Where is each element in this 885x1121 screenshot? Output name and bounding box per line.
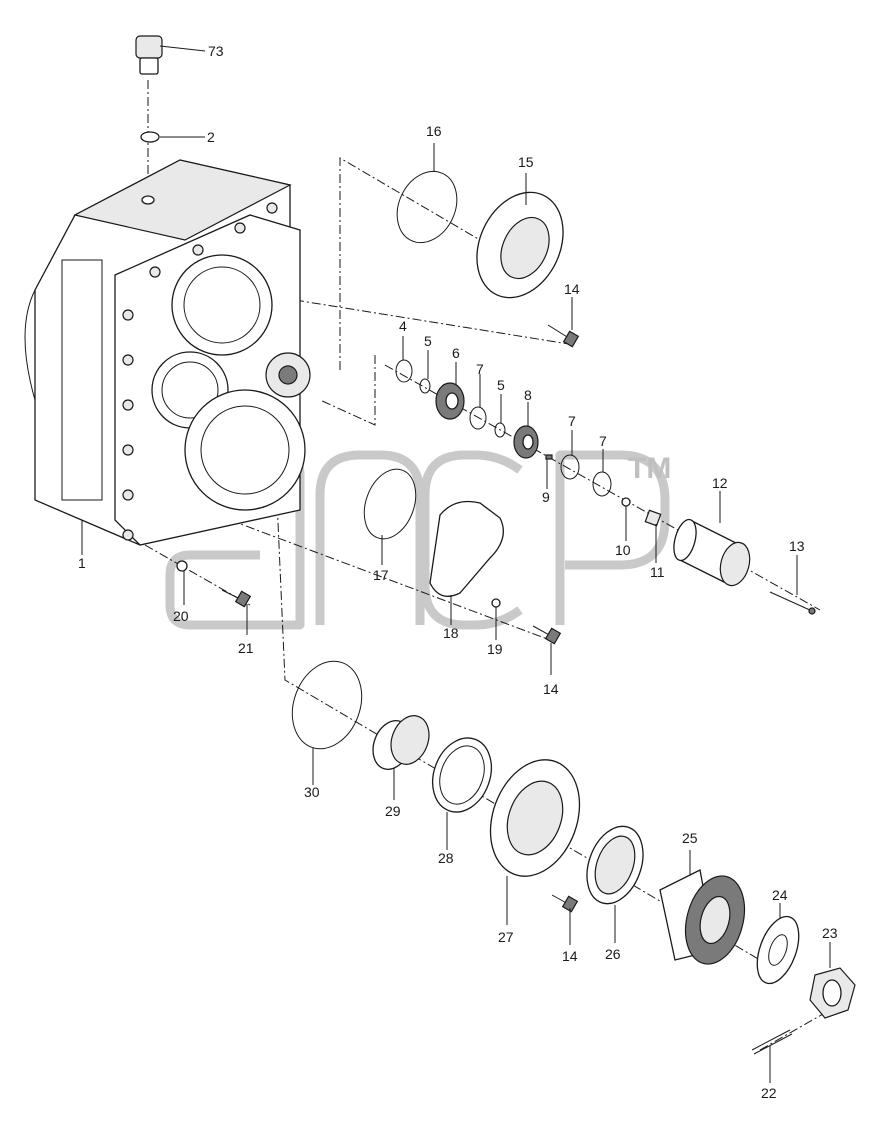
callout-25: 25	[682, 830, 698, 846]
callout-30: 30	[304, 784, 320, 800]
callout-16: 16	[426, 123, 442, 139]
castle-nut-23	[809, 967, 856, 1019]
callout-26: 26	[605, 946, 621, 962]
bolt-14c	[551, 894, 579, 913]
callout-22: 22	[761, 1085, 777, 1101]
housing-bolts	[122, 202, 278, 541]
callout-4: 4	[399, 318, 407, 334]
callout-73: 73	[208, 43, 224, 59]
callout-7a: 7	[476, 361, 484, 377]
bolt-21	[221, 589, 252, 608]
cotter-pin-22	[751, 1029, 793, 1055]
oring-2	[140, 131, 160, 143]
seal-28	[432, 737, 492, 813]
callout-5a: 5	[424, 333, 432, 349]
gearbox-housing	[24, 159, 311, 546]
callout-14b: 14	[543, 681, 559, 697]
circlip-5b	[494, 422, 506, 438]
key-9	[545, 454, 553, 460]
callout-17: 17	[373, 567, 389, 583]
oring-7c	[592, 471, 612, 497]
oring-7a	[469, 406, 487, 430]
callout-18: 18	[443, 625, 459, 641]
callout-6: 6	[452, 345, 460, 361]
callout-9: 9	[542, 489, 550, 505]
callout-13: 13	[789, 538, 805, 554]
callout-21: 21	[238, 640, 254, 656]
cover-plate-18	[429, 500, 504, 597]
washer-24	[756, 915, 800, 985]
watermark-trademark: TM	[628, 452, 671, 485]
callout-10: 10	[615, 542, 631, 558]
bolt-14a	[547, 324, 580, 348]
coupling-25	[659, 869, 746, 965]
callout-5b: 5	[497, 377, 505, 393]
flange-27	[489, 759, 581, 877]
oring-30	[291, 660, 363, 750]
seal-26	[586, 825, 644, 905]
gear-6	[435, 382, 465, 420]
callout-1: 1	[78, 555, 86, 571]
callout-15: 15	[518, 154, 534, 170]
motor-12	[673, 518, 751, 587]
callout-29: 29	[385, 803, 401, 819]
callout-12: 12	[712, 475, 728, 491]
washer-10	[621, 497, 631, 507]
callout-7b: 7	[568, 413, 576, 429]
callout-14c: 14	[562, 948, 578, 964]
breather-plug	[135, 35, 163, 75]
circlip-5a	[419, 378, 431, 394]
bearing-29	[372, 715, 430, 770]
callout-28: 28	[438, 850, 454, 866]
callout-20: 20	[173, 608, 189, 624]
rod-13	[769, 591, 816, 615]
callout-24: 24	[772, 887, 788, 903]
callout-labels: 73 2 16 15 14 4 5 6 7 5 8 7 7 9 10 11 12…	[78, 43, 838, 1101]
oring-16	[396, 170, 458, 244]
gear-8	[513, 425, 539, 459]
callout-2: 2	[207, 129, 215, 145]
oring-7b	[560, 454, 580, 480]
bolt-14b	[532, 625, 562, 645]
callout-7c: 7	[599, 433, 607, 449]
washer-19	[491, 598, 501, 608]
callout-19: 19	[487, 641, 503, 657]
leader-lines	[81, 45, 831, 1083]
callout-11: 11	[650, 564, 665, 580]
washer-20	[176, 560, 188, 572]
snap-ring-4	[395, 359, 413, 383]
callout-8: 8	[524, 387, 532, 403]
bearing-cover-15	[476, 191, 564, 299]
callout-23: 23	[822, 925, 838, 941]
callout-27: 27	[498, 929, 514, 945]
oring-17	[363, 468, 417, 540]
nut-11	[644, 509, 662, 527]
callout-14a: 14	[564, 281, 580, 297]
watermark-logo: TM	[165, 450, 671, 630]
